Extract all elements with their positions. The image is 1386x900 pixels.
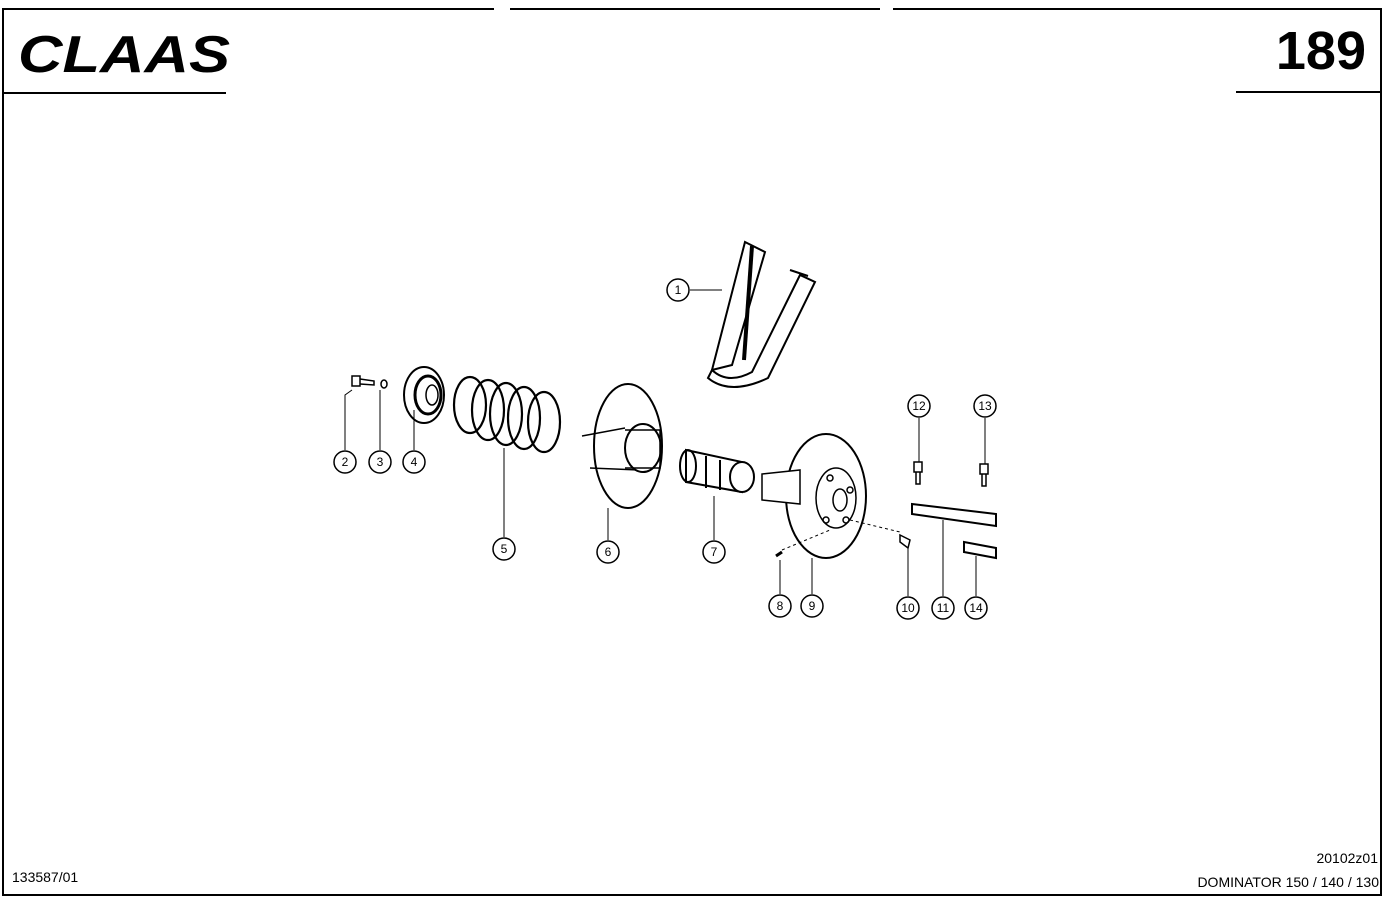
leader-lines bbox=[344, 289, 986, 596]
svg-text:2: 2 bbox=[342, 455, 349, 469]
callout-9: 9 bbox=[800, 594, 824, 618]
callout-4: 4 bbox=[402, 450, 426, 474]
grease-nipple-part bbox=[775, 550, 783, 558]
callout-2: 2 bbox=[333, 450, 357, 474]
svg-text:6: 6 bbox=[605, 545, 612, 559]
bushing-part bbox=[679, 448, 755, 494]
svg-text:13: 13 bbox=[978, 399, 992, 413]
callout-11: 11 bbox=[931, 596, 955, 620]
callout-1: 1 bbox=[666, 278, 690, 302]
key-part bbox=[963, 540, 997, 560]
callout-14: 14 bbox=[964, 596, 988, 620]
svg-text:8: 8 bbox=[777, 599, 784, 613]
spring-cup-part bbox=[403, 366, 445, 424]
page-number-underline bbox=[1236, 91, 1381, 93]
callout-12: 12 bbox=[907, 394, 931, 418]
svg-text:14: 14 bbox=[969, 601, 983, 615]
callout-10: 10 bbox=[896, 596, 920, 620]
svg-text:3: 3 bbox=[377, 455, 384, 469]
svg-text:9: 9 bbox=[809, 599, 816, 613]
drawing-id: 20102z01 bbox=[1316, 850, 1378, 866]
fitting-part bbox=[899, 533, 911, 550]
logo-underline bbox=[4, 92, 226, 94]
callout-8: 8 bbox=[768, 594, 792, 618]
svg-text:7: 7 bbox=[711, 545, 718, 559]
screw-13-part bbox=[979, 463, 989, 487]
svg-text:11: 11 bbox=[937, 601, 950, 615]
document-code: 133587/01 bbox=[12, 869, 79, 885]
svg-text:12: 12 bbox=[912, 399, 926, 413]
svg-text:10: 10 bbox=[901, 601, 915, 615]
callout-6: 6 bbox=[596, 540, 620, 564]
v-belt-part bbox=[706, 240, 817, 388]
pulley-half-part bbox=[581, 383, 663, 509]
claas-logo: CLAAS bbox=[18, 28, 230, 76]
top-rule-middle bbox=[510, 8, 880, 10]
washer-part bbox=[380, 379, 388, 389]
svg-text:1: 1 bbox=[675, 283, 682, 297]
screw-12-part bbox=[913, 461, 923, 485]
callout-5: 5 bbox=[492, 537, 516, 561]
callout-7: 7 bbox=[702, 540, 726, 564]
callout-13: 13 bbox=[973, 394, 997, 418]
callout-3: 3 bbox=[368, 450, 392, 474]
page-frame bbox=[2, 8, 1382, 896]
top-rule-left bbox=[2, 8, 494, 10]
svg-text:4: 4 bbox=[411, 455, 418, 469]
spring-part bbox=[452, 375, 562, 454]
bolt-part bbox=[351, 375, 375, 387]
brand-logo-text: CLAAS bbox=[18, 28, 230, 76]
key-plate-part bbox=[911, 502, 997, 528]
page-number: 189 bbox=[1275, 21, 1366, 81]
svg-text:5: 5 bbox=[501, 542, 508, 556]
fixed-pulley-part bbox=[761, 433, 867, 559]
model-name: DOMINATOR 150 / 140 / 130 bbox=[1197, 874, 1379, 890]
top-rule-right bbox=[893, 8, 1382, 10]
